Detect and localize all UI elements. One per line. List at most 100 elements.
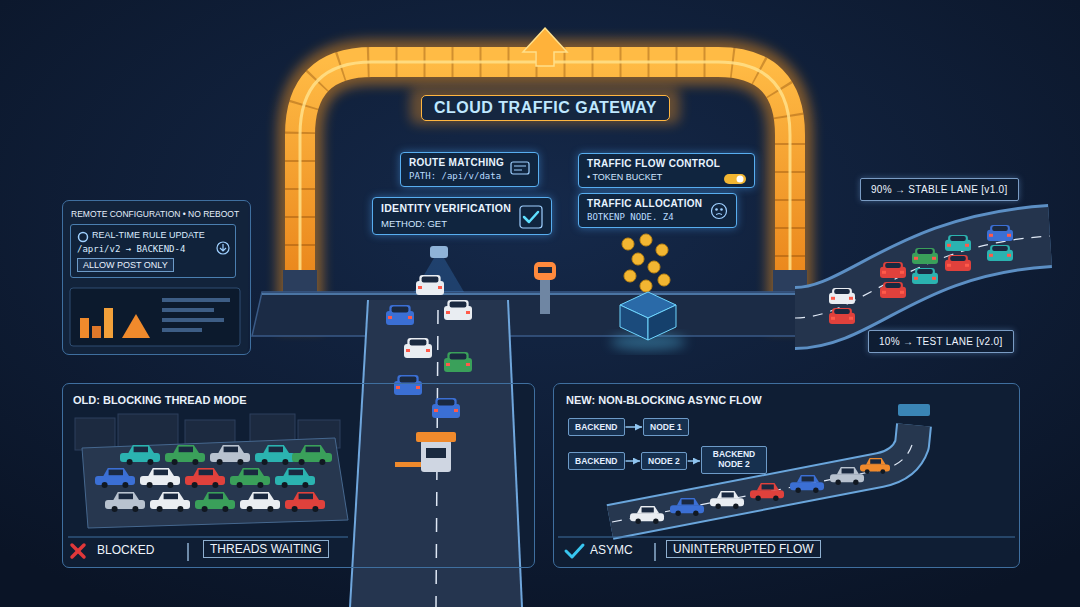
robot-head (534, 262, 556, 280)
ring (217, 242, 229, 254)
line (162, 318, 224, 322)
car (630, 506, 664, 524)
car (945, 255, 971, 271)
car (945, 235, 971, 251)
label-text: • TOKEN BUCKET (587, 172, 720, 182)
tail-light (446, 363, 450, 366)
car-window (410, 339, 427, 345)
car-roof (883, 282, 903, 289)
car-roof (832, 308, 852, 315)
face-ring (712, 204, 727, 219)
tail-light (989, 254, 993, 257)
label-text: REMOTE CONFIGURATION • NO REBOOT (71, 209, 239, 219)
route-frame (511, 162, 529, 174)
route-box: ROUTE MATCHINGPATH: /api/v/data (400, 152, 539, 187)
tail-light (418, 286, 422, 289)
tail-light (900, 271, 904, 274)
divider (187, 543, 189, 561)
label-text: IDENTITY VERIFICATION (381, 202, 511, 214)
check-icon (519, 205, 543, 229)
wheel (122, 482, 128, 488)
label-text: UNINTERRUPTED FLOW (666, 540, 821, 558)
car (95, 468, 135, 488)
route-line (514, 166, 526, 167)
wheel (192, 482, 198, 488)
car-window (992, 246, 1008, 251)
car (105, 492, 145, 512)
wheel (635, 519, 640, 524)
wheel (693, 511, 698, 516)
car-window (842, 468, 854, 473)
car-roof (407, 338, 428, 347)
tail-light (965, 244, 969, 247)
car-body (292, 453, 332, 462)
tail-light (446, 311, 450, 314)
face-eye (716, 208, 719, 211)
title: CLOUD TRAFFIC GATEWAY (421, 95, 670, 121)
wheel (177, 506, 183, 512)
car (790, 475, 824, 493)
car (444, 300, 472, 320)
label-text: REAL-TIME RULE UPDATE (77, 230, 211, 240)
label-text: 90% → STABLE LANE [v1.0] (871, 184, 1008, 195)
coin (648, 261, 660, 273)
car (240, 492, 280, 512)
config-screen (70, 288, 240, 346)
car-body (140, 476, 180, 485)
car-window (306, 447, 320, 453)
car-cabin (128, 445, 154, 453)
car-cabin (283, 468, 309, 476)
toggle-knob (737, 176, 744, 183)
new-panel: NEW: NON-BLOCKING ASYNC FLOWASYMCUNINTER… (553, 383, 1020, 568)
car (292, 445, 332, 465)
route-icon (510, 161, 530, 175)
wheel (267, 506, 273, 512)
down-arrow (220, 244, 226, 251)
backend-box: BACKEND (568, 418, 625, 436)
road-edge (508, 300, 522, 607)
label-text: BLOCKED (97, 543, 154, 557)
tail-light (434, 409, 438, 412)
title-glow (410, 88, 680, 124)
car-body (210, 453, 250, 462)
car-body (710, 498, 744, 506)
check-icon (566, 545, 583, 557)
car-cabin (148, 468, 174, 476)
lane-label: 90% → STABLE LANE [v1.0] (860, 178, 1019, 201)
lane-line (795, 236, 1050, 318)
car-cabin (637, 506, 659, 514)
connector (626, 460, 641, 462)
car-roof (435, 398, 456, 407)
car (275, 468, 315, 488)
car-body (185, 476, 225, 485)
car-window (154, 470, 168, 476)
node-box: NODE 2 (641, 452, 687, 470)
car-window (438, 399, 455, 405)
car-roof (948, 255, 968, 262)
tail-light (426, 349, 430, 352)
wheel (112, 506, 118, 512)
route-line (514, 170, 522, 171)
car-window (762, 484, 774, 489)
face-icon (710, 202, 728, 220)
label-text: BOTKENP NODE. Z4 (587, 212, 702, 222)
face-mouth (716, 214, 722, 215)
car-roof (419, 275, 440, 284)
car (830, 467, 864, 485)
arch-glow (300, 62, 790, 330)
arch-segments (300, 62, 790, 330)
tail-light (396, 386, 400, 389)
car-window (450, 301, 467, 307)
wheel (147, 459, 153, 465)
label-text: THREADS WAITING (203, 540, 329, 558)
car-roof (915, 268, 935, 275)
wheel (653, 519, 658, 524)
allocation-box: TRAFFIC ALLOCATIONBOTKENP NODE. Z4 (578, 193, 737, 228)
new-panel-fill (553, 383, 1020, 568)
wheel (222, 506, 228, 512)
wheel (102, 482, 108, 488)
async-road (610, 425, 914, 522)
car-cabin (837, 467, 859, 475)
tail-light (882, 291, 886, 294)
